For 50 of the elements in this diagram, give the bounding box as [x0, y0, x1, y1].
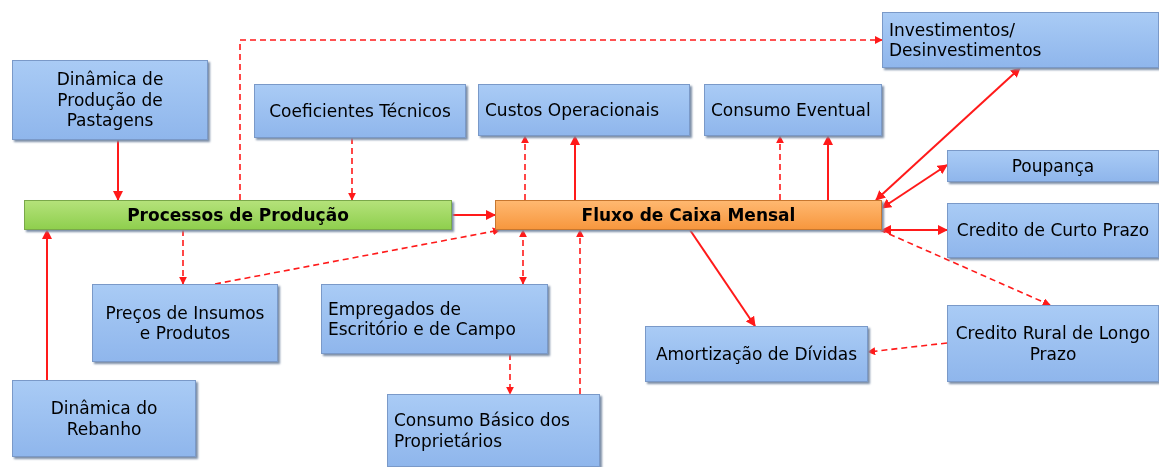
- arrow: [451, 210, 496, 220]
- arrow: [348, 137, 356, 201]
- cash-flow-bar: [495, 200, 882, 230]
- node-label: Poupança: [1011, 155, 1095, 177]
- arrow: [521, 135, 529, 201]
- node-label: Credito de Curto Prazo: [956, 220, 1150, 241]
- arrow: [689, 229, 756, 327]
- arrow: [776, 135, 784, 201]
- process-box: [12, 60, 208, 140]
- process-box: [947, 305, 1159, 382]
- process-box: [478, 84, 690, 136]
- arrow: [113, 139, 123, 201]
- node-label: Processos de Produção: [127, 204, 349, 226]
- process-box: [387, 394, 600, 467]
- node-label: Consumo Eventual: [711, 99, 871, 121]
- arrow: [879, 229, 1051, 306]
- arrow: [42, 229, 52, 381]
- arrow: [875, 67, 1021, 201]
- process-box: [947, 150, 1159, 182]
- process-box: [92, 284, 278, 362]
- arrow: [823, 135, 833, 201]
- process-box: [704, 84, 882, 136]
- node-label: Dinâmica do Rebanho: [49, 398, 159, 439]
- node-label: Dinâmica de Produção de Pastagens: [55, 69, 165, 131]
- arrow: [576, 229, 584, 395]
- process-box: [947, 203, 1159, 258]
- process-box: [645, 326, 868, 382]
- node-label: Credito Rural de Longo Prazo: [954, 323, 1152, 364]
- arrow: [506, 353, 514, 395]
- node-label: Preços de Insumos e Produtos: [104, 302, 266, 344]
- node-label: Custos Operacionais: [485, 99, 660, 121]
- arrow: [881, 164, 948, 209]
- node-label: Amortização de Dívidas: [655, 343, 858, 365]
- node-label: Empregados de Escritório e de Campo: [328, 298, 517, 340]
- node-label: Coeficientes Técnicos: [269, 100, 451, 122]
- arrow: [867, 342, 948, 356]
- arrow: [179, 229, 187, 285]
- arrow: [519, 229, 527, 285]
- arrow: [881, 225, 948, 235]
- arrow: [214, 227, 501, 285]
- node-label: Fluxo de Caixa Mensal: [581, 204, 796, 226]
- node-label: Investimentos/ Desinvestimentos: [889, 19, 1043, 61]
- process-box: [12, 380, 196, 457]
- node-label: Consumo Básico dos Proprietários: [394, 410, 571, 451]
- process-bar: [24, 200, 452, 230]
- arrow: [570, 135, 580, 201]
- process-box: [254, 84, 466, 138]
- arrow: [239, 36, 883, 201]
- process-box: [882, 12, 1159, 68]
- process-box: [321, 284, 548, 354]
